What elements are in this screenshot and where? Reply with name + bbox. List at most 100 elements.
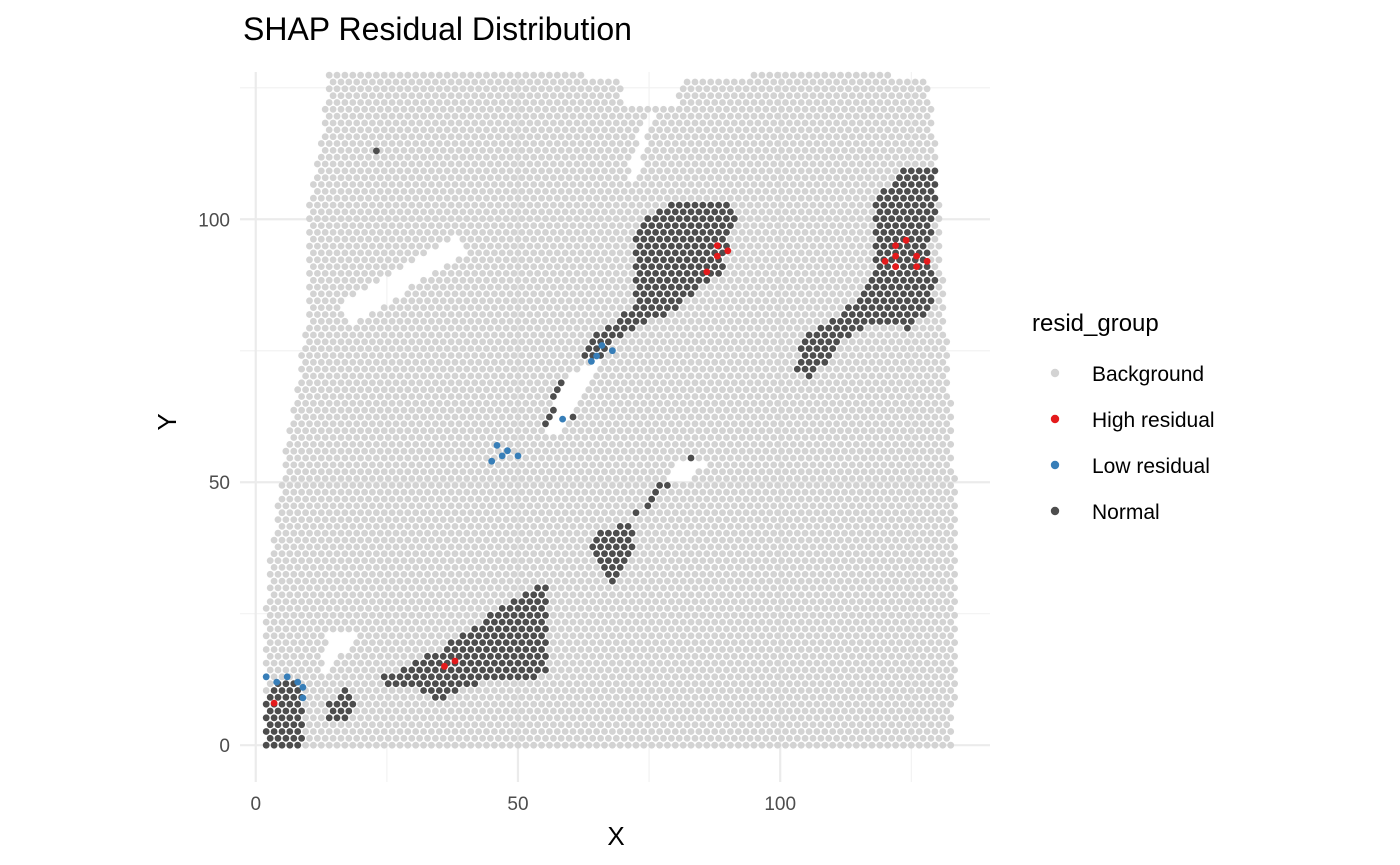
background-point <box>652 420 659 428</box>
background-point <box>786 379 793 387</box>
background-point <box>664 427 671 435</box>
normal-point <box>825 352 833 359</box>
background-point <box>538 454 545 462</box>
background-point <box>333 536 341 544</box>
background-point <box>628 475 636 482</box>
background-point <box>620 352 628 359</box>
background-point <box>561 687 569 694</box>
background-point <box>927 598 935 605</box>
background-point <box>349 345 357 352</box>
background-point <box>789 605 797 612</box>
background-point <box>679 659 687 667</box>
background-point <box>935 570 943 578</box>
background-point <box>919 666 927 674</box>
background-point <box>404 495 412 503</box>
background-point <box>856 406 864 414</box>
background-point <box>723 598 730 605</box>
background-point <box>660 693 667 701</box>
background-point <box>491 413 498 421</box>
background-point <box>392 516 400 523</box>
background-point <box>310 687 317 694</box>
background-point <box>392 598 400 605</box>
background-point <box>314 379 321 387</box>
background-point <box>848 721 856 729</box>
background-point <box>601 632 608 640</box>
background-point <box>664 618 671 626</box>
background-point <box>317 509 325 517</box>
normal-point <box>266 721 274 729</box>
background-point <box>341 591 349 599</box>
background-point <box>467 454 475 462</box>
background-point <box>605 434 612 441</box>
background-point <box>907 468 915 476</box>
background-point <box>789 495 797 503</box>
background-point <box>435 550 443 558</box>
background-point <box>931 564 939 571</box>
background-point <box>534 365 541 373</box>
background-point <box>864 625 872 633</box>
background-point <box>282 625 290 633</box>
normal-point <box>518 598 526 605</box>
background-point <box>782 509 789 517</box>
background-point <box>353 557 361 564</box>
background-point <box>337 393 345 400</box>
background-point <box>302 454 309 462</box>
background-point <box>675 420 683 428</box>
background-point <box>376 625 384 633</box>
background-point <box>353 707 361 715</box>
background-point <box>900 495 907 503</box>
background-point <box>443 372 451 380</box>
background-point <box>349 399 357 407</box>
background-point <box>904 734 911 742</box>
background-point <box>699 584 707 592</box>
background-point <box>443 468 451 476</box>
background-point <box>376 639 384 646</box>
background-point <box>498 509 506 517</box>
background-point <box>868 441 876 448</box>
background-point <box>270 536 278 544</box>
background-point <box>797 413 805 421</box>
background-point <box>557 488 565 496</box>
background-point <box>514 399 522 407</box>
background-point <box>778 393 785 400</box>
background-point <box>616 659 624 667</box>
background-point <box>597 734 604 742</box>
background-point <box>557 652 565 660</box>
background-point <box>742 605 750 612</box>
background-point <box>845 646 852 653</box>
background-point <box>605 625 612 633</box>
background-point <box>880 721 888 729</box>
background-point <box>483 454 490 462</box>
background-point <box>546 673 553 681</box>
background-point <box>491 687 498 694</box>
background-point <box>675 721 683 729</box>
background-point <box>911 352 919 359</box>
background-point <box>565 352 573 359</box>
background-point <box>943 475 951 482</box>
background-point <box>805 454 813 462</box>
background-point <box>703 399 711 407</box>
background-point <box>601 386 608 394</box>
background-point <box>695 577 703 585</box>
background-point <box>380 741 388 749</box>
background-point <box>321 475 329 482</box>
background-point <box>805 399 813 407</box>
background-point <box>329 393 337 400</box>
background-point <box>616 687 624 694</box>
background-point <box>892 741 899 749</box>
background-point <box>435 523 443 530</box>
background-point <box>620 502 628 510</box>
background-point <box>605 734 612 742</box>
background-point <box>754 598 762 605</box>
background-point <box>876 632 884 640</box>
background-point <box>675 447 683 455</box>
background-point <box>668 598 675 605</box>
background-point <box>841 570 848 578</box>
background-point <box>365 550 372 558</box>
background-point <box>593 646 600 653</box>
background-point <box>695 550 703 558</box>
background-point <box>719 454 726 462</box>
background-point <box>310 741 317 749</box>
background-point <box>321 420 329 428</box>
background-point <box>373 577 380 585</box>
